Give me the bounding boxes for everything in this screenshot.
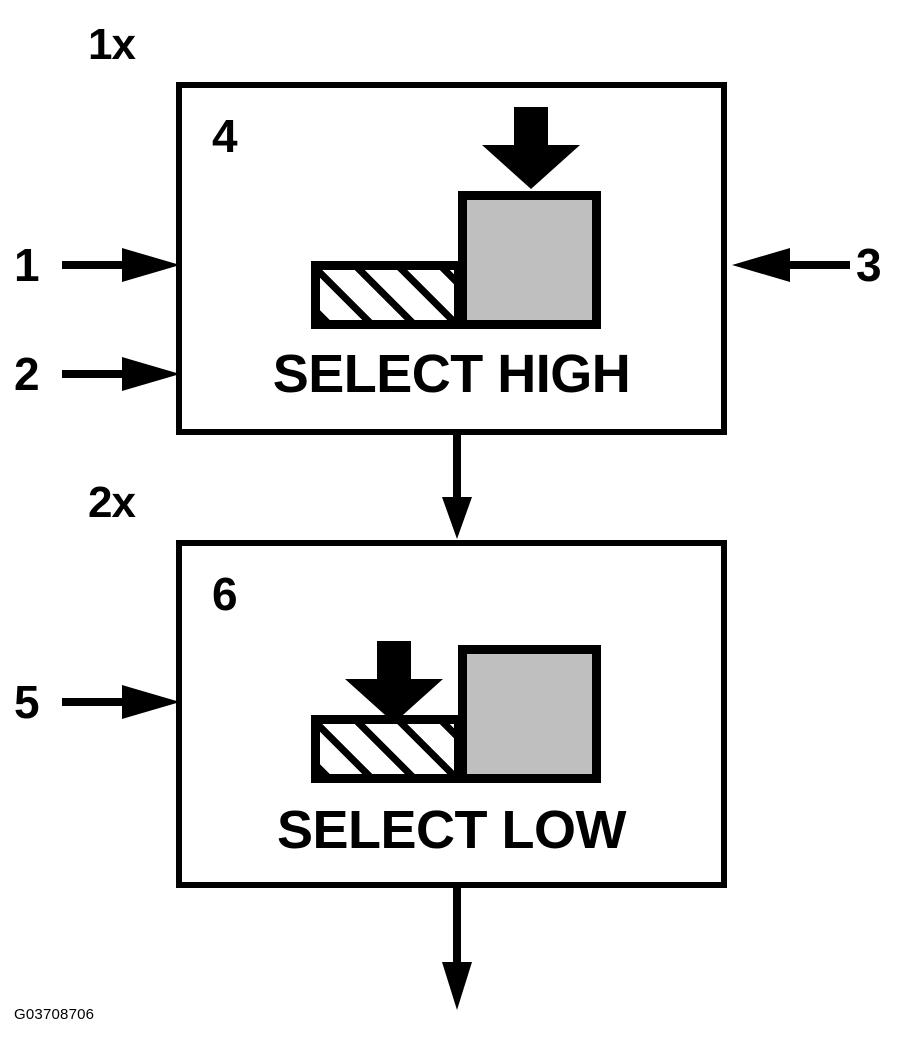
panel-index-4: 4 xyxy=(212,110,238,162)
step-label-1x: 1x xyxy=(88,20,136,69)
down-arrow-icon xyxy=(339,641,449,726)
panel-select-high[interactable]: 4 SELECT HIGH xyxy=(176,82,727,435)
callout-2-arrow-icon xyxy=(62,353,184,395)
callout-3-arrow-icon xyxy=(728,244,850,286)
solid-high-block xyxy=(458,191,601,329)
figure-id-label: G03708706 xyxy=(14,1006,95,1023)
hatched-low-block xyxy=(311,261,463,329)
connector-panel6-outflow xyxy=(437,888,477,1013)
callout-5-number: 5 xyxy=(14,676,40,728)
hatched-low-block xyxy=(311,715,463,783)
panel-select-low[interactable]: 6 SELECT LOW xyxy=(176,540,727,888)
callout-5-arrow-icon xyxy=(62,681,184,723)
step-label-2x: 2x xyxy=(88,478,136,527)
panel-caption-select-high: SELECT HIGH xyxy=(272,344,631,404)
panel-caption-select-low: SELECT LOW xyxy=(277,800,626,860)
down-arrow-icon xyxy=(476,107,586,192)
callout-1-arrow-icon xyxy=(62,244,184,286)
panel-index-6: 6 xyxy=(212,568,238,620)
solid-high-block xyxy=(458,645,601,783)
callout-2-number: 2 xyxy=(14,348,40,400)
callout-3-number: 3 xyxy=(856,239,882,291)
connector-panel4-to-panel6 xyxy=(437,435,477,541)
callout-1-number: 1 xyxy=(14,239,40,291)
